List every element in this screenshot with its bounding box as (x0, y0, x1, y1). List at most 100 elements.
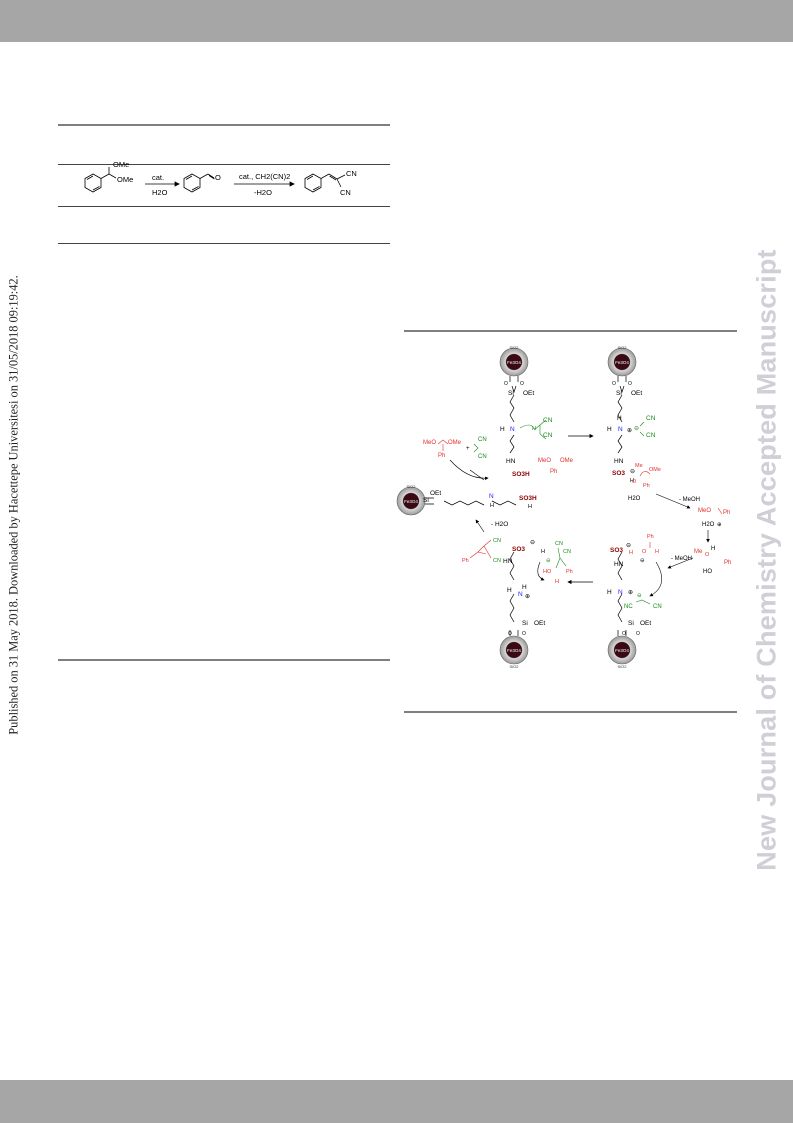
svg-text:N: N (518, 591, 523, 598)
svg-text:Ph: Ph (723, 510, 730, 516)
publication-note-text: Published on 31 May 2018. Downloaded by … (6, 275, 21, 735)
svg-text:- MeOH: - MeOH (679, 497, 700, 503)
svg-text:SO3: SO3 (612, 470, 625, 477)
svg-text:CN: CN (478, 454, 487, 460)
svg-text:Si: Si (508, 390, 514, 397)
svg-text:⊖: ⊖ (530, 540, 535, 546)
mechanism-svg: SiO2 Fe3O4 SiO2 Fe3O4 SiO2 Fe3O4 Fe3O4 S… (396, 345, 731, 669)
svg-text:CN: CN (646, 415, 656, 422)
svg-text:OEt: OEt (430, 490, 441, 497)
svg-text:O: O (522, 631, 526, 637)
step1-solvent: H2O (152, 188, 168, 197)
svg-text:OEt: OEt (534, 620, 545, 627)
reagents-left: MeO OMe Ph + CN CN (423, 437, 487, 460)
svg-text:Si: Si (522, 620, 528, 627)
svg-text:⊖: ⊖ (640, 558, 645, 564)
mechanism-scheme: SiO2 Fe3O4 SiO2 Fe3O4 SiO2 Fe3O4 Fe3O4 S… (388, 340, 740, 705)
svg-text:OEt: OEt (523, 390, 534, 397)
table-bottom-rule (58, 243, 390, 244)
svg-text:O: O (628, 381, 632, 387)
svg-text:CN: CN (493, 558, 501, 564)
svg-text:CN: CN (493, 538, 501, 544)
svg-text:Ph: Ph (643, 483, 650, 489)
nanoparticle-top-right: SiO2 Fe3O4 (607, 345, 637, 377)
svg-text:CN: CN (563, 549, 571, 555)
svg-text:Ph: Ph (438, 453, 445, 459)
bottom-bar (0, 1080, 793, 1123)
svg-text:O: O (504, 381, 508, 387)
product-cn-bottom: CN (340, 188, 351, 197)
svg-text:CN: CN (543, 417, 553, 424)
svg-text:SO3H: SO3H (519, 495, 537, 502)
svg-text:CN: CN (646, 432, 656, 439)
svg-text:N: N (489, 493, 494, 500)
table-top-rule (58, 124, 390, 126)
nanoparticle-left: SiO2 Fe3O4 (396, 484, 426, 516)
acetal-near-acid: MeO OMe Ph (538, 458, 574, 475)
svg-text:⊕: ⊕ (717, 522, 722, 528)
svg-text:H: H (500, 426, 505, 433)
publication-note: Published on 31 May 2018. Downloaded by … (2, 0, 26, 1123)
svg-text:HO: HO (703, 569, 712, 575)
svg-text:Ph: Ph (724, 560, 731, 566)
benzene-ring-3 (304, 173, 322, 193)
svg-text:H2O: H2O (628, 496, 641, 502)
svg-text:O: O (632, 479, 637, 485)
svg-text:Fe3O4: Fe3O4 (615, 360, 629, 365)
svg-text:O: O (508, 631, 512, 637)
svg-text:H: H (617, 415, 622, 422)
svg-text:- H2O: - H2O (491, 521, 508, 528)
aldehyde-o-label: O (215, 173, 221, 182)
svg-text:H: H (711, 546, 715, 552)
svg-text:SiO2: SiO2 (407, 484, 417, 489)
scheme-top-rule (404, 330, 737, 332)
svg-text:SO3H: SO3H (512, 471, 530, 478)
acetal-label-top: OMe (113, 160, 129, 169)
right-steps: - MeOH MeO Ph H2O ⊕ H Me O Ph HO - MeOH (671, 497, 731, 575)
svg-text:Fe3O4: Fe3O4 (507, 360, 521, 365)
table-end-rule (58, 659, 390, 661)
svg-text:H: H (532, 426, 536, 432)
svg-text:Si: Si (616, 390, 622, 397)
svg-text:HN: HN (503, 558, 513, 565)
svg-text:H: H (490, 503, 494, 509)
svg-text:O: O (622, 631, 626, 637)
svg-text:HN: HN (506, 458, 516, 465)
svg-text:⊕: ⊕ (628, 590, 633, 596)
svg-text:O: O (612, 381, 616, 387)
nanoparticle-top-left: SiO2 Fe3O4 (499, 345, 529, 377)
nanoparticle-bottom-right: Fe3O4 SiO2 (607, 635, 637, 669)
svg-text:Si: Si (628, 620, 634, 627)
svg-text:H: H (541, 549, 545, 555)
svg-text:Me: Me (635, 463, 643, 469)
svg-text:SiO2: SiO2 (618, 664, 628, 669)
svg-text:Fe3O4: Fe3O4 (615, 648, 629, 653)
svg-text:H: H (528, 504, 532, 510)
svg-text:Si: Si (423, 497, 429, 504)
svg-text:HO: HO (543, 569, 552, 575)
svg-text:Fe3O4: Fe3O4 (507, 648, 521, 653)
svg-text:CN: CN (653, 604, 662, 610)
svg-text:N: N (618, 426, 623, 433)
benzene-ring-1 (84, 173, 102, 193)
product-cn-top: CN (346, 169, 357, 178)
svg-text:⊖: ⊖ (630, 469, 635, 475)
svg-text:SO3: SO3 (610, 547, 623, 554)
svg-text:SO3: SO3 (512, 546, 525, 553)
svg-text:H: H (629, 550, 633, 556)
step2-reagents: cat., CH2(CN)2 (239, 172, 290, 181)
svg-text:O: O (520, 381, 524, 387)
svg-text:H: H (522, 584, 527, 591)
svg-text:H: H (630, 478, 634, 484)
svg-text:H: H (655, 549, 659, 555)
svg-text:OMe: OMe (560, 458, 574, 464)
svg-text:⊖: ⊖ (626, 543, 631, 549)
journal-watermark-text: New Journal of Chemistry Accepted Manusc… (751, 249, 782, 871)
svg-text:H: H (607, 589, 612, 596)
svg-text:MeO: MeO (698, 508, 711, 514)
svg-text:CN: CN (555, 541, 563, 547)
svg-text:SiO2: SiO2 (510, 345, 520, 350)
benzene-ring-2 (183, 173, 201, 193)
svg-text:OMe: OMe (649, 467, 661, 473)
table-subheader-rule (58, 206, 390, 207)
